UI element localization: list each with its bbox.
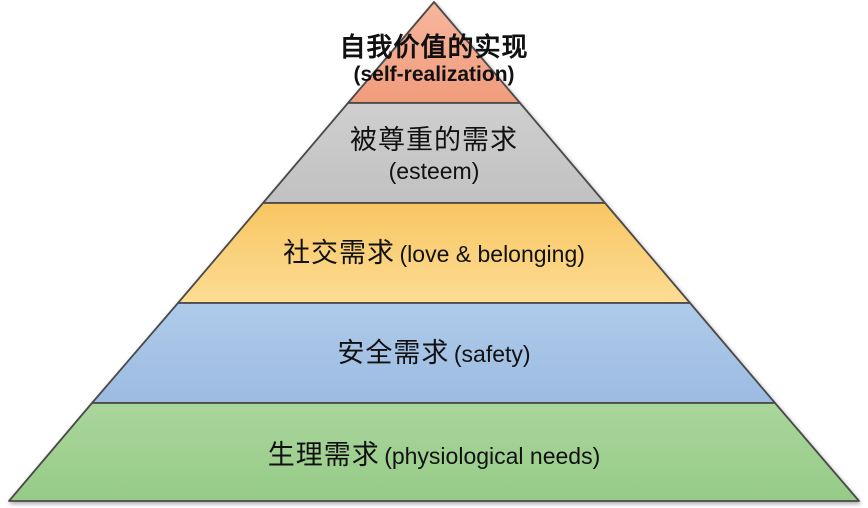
pyramid-level-physiological <box>8 402 860 502</box>
pyramid-level-self-realization <box>347 1 521 104</box>
pyramid-level-love-belonging <box>177 202 691 304</box>
pyramid-level-safety <box>91 302 776 404</box>
pyramid-level-esteem <box>262 102 606 204</box>
